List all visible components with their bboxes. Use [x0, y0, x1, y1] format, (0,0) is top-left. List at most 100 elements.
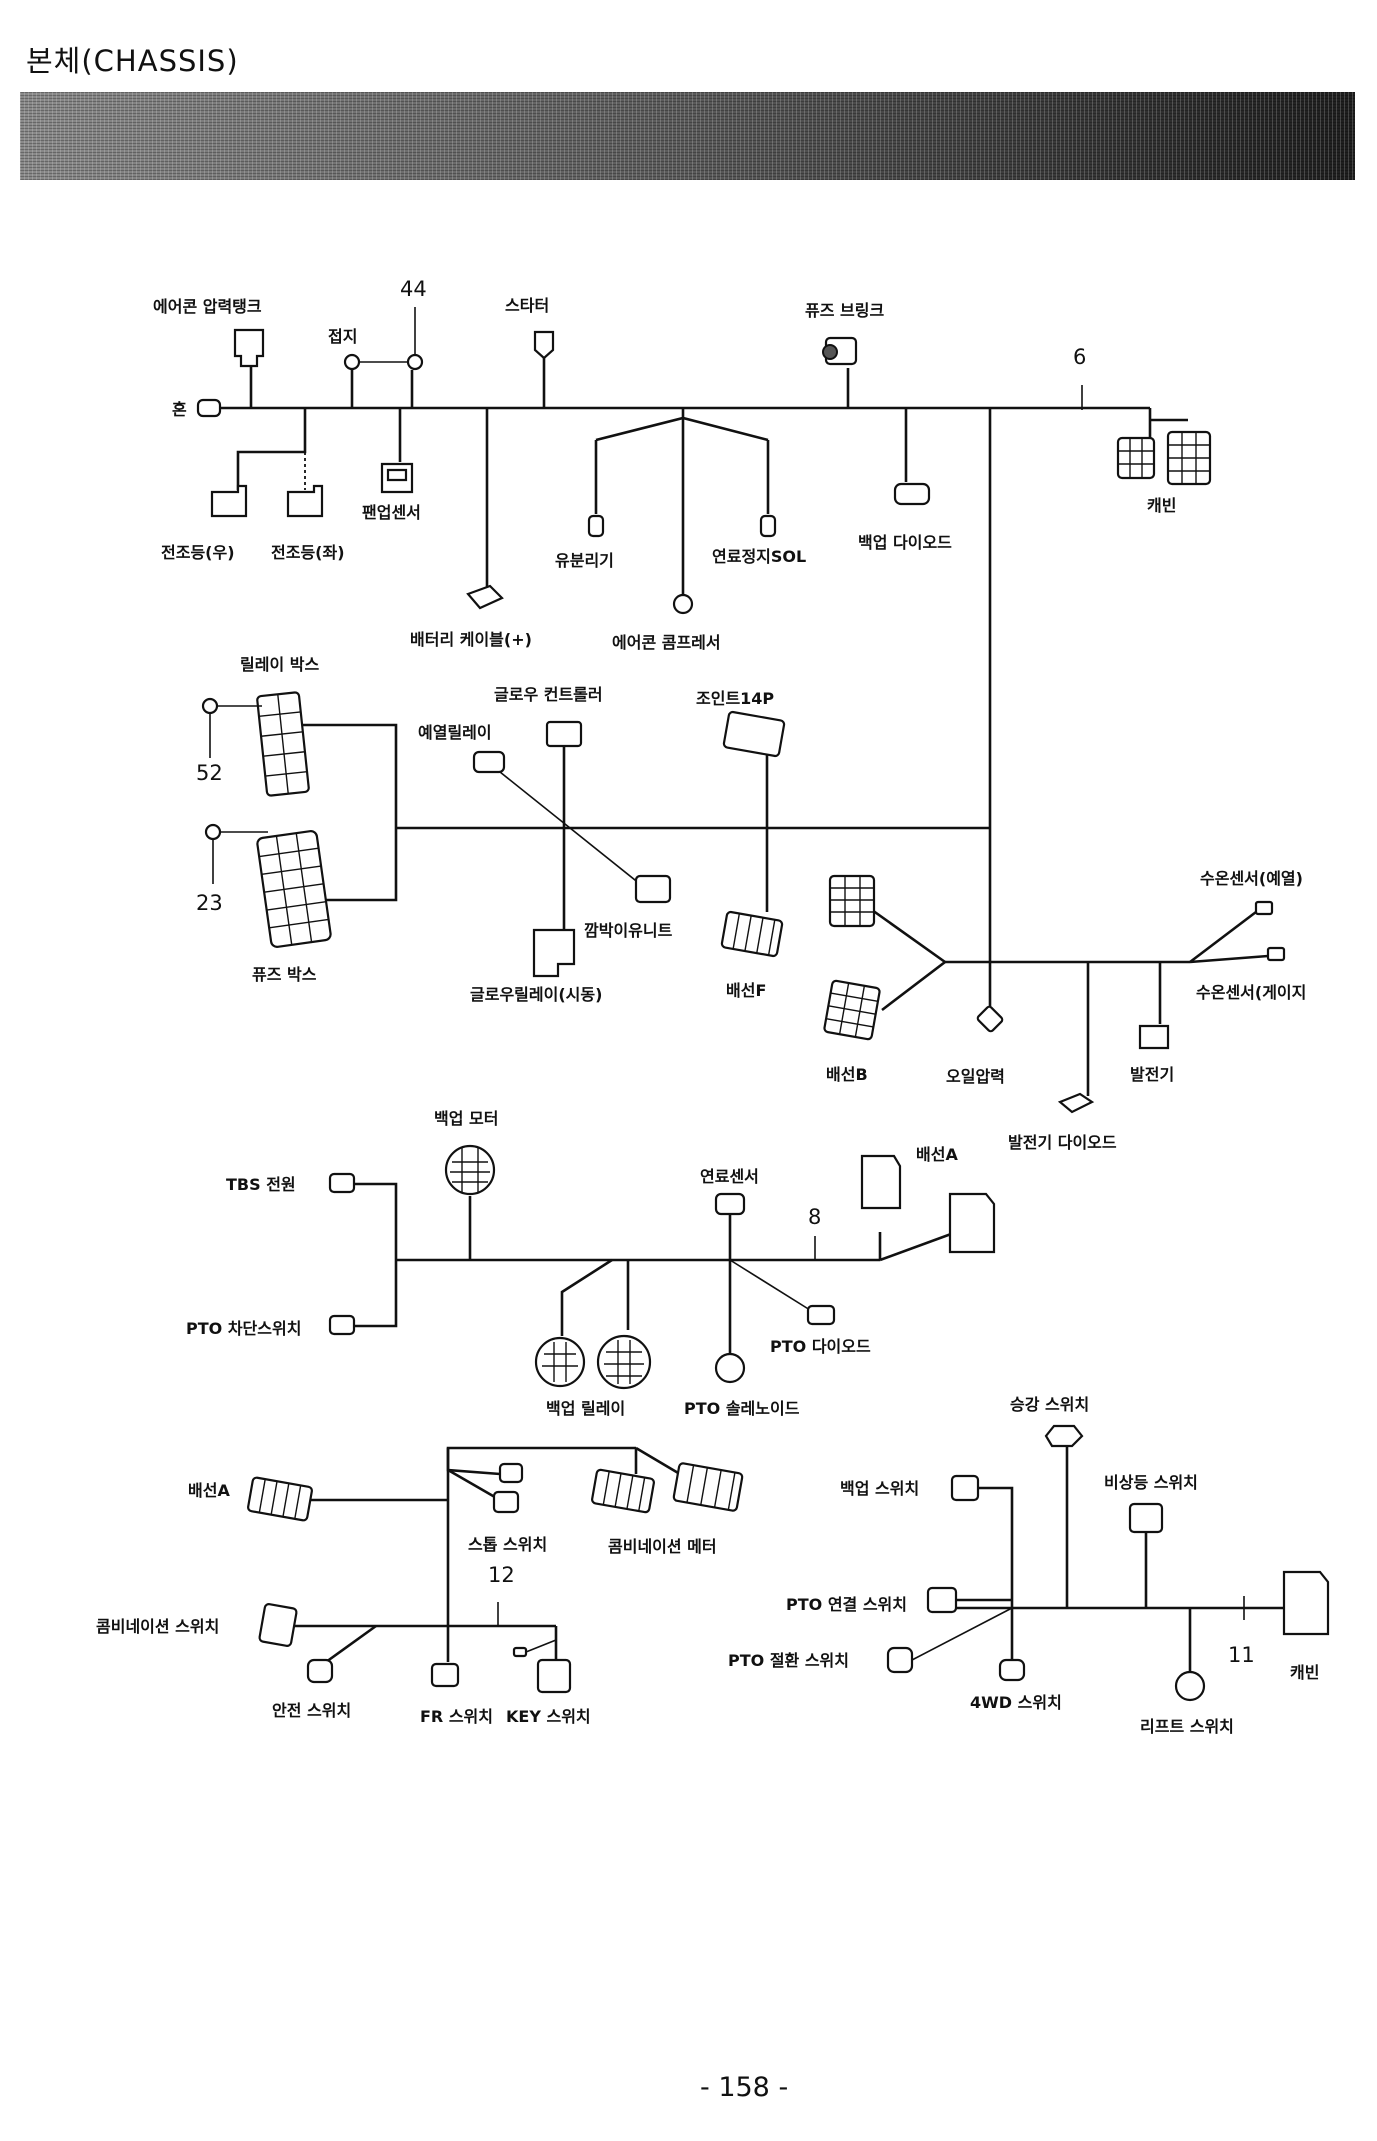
stop-switch-connector-1 [498, 1462, 524, 1484]
label-hazard-switch: 비상등 스위치 [1104, 1473, 1198, 1492]
diagram-element [602, 1471, 646, 1512]
joint14p-connector [722, 710, 786, 758]
diagram-element [450, 1148, 490, 1192]
label-joint14p: 조인트14P [696, 689, 774, 708]
label-glow-controller: 글로우 컨트롤러 [494, 685, 603, 704]
label-headlamp-r: 전조등(우) [161, 543, 235, 562]
safety-switch-connector [306, 1658, 334, 1684]
label-battery-cable: 배터리 케이블(+) [410, 630, 532, 649]
label-fuel-stop-sol: 연료정지SOL [712, 547, 806, 566]
diagram-element [277, 694, 289, 794]
backup-relay-connector-2 [596, 1334, 652, 1390]
pto-connect-switch-connector [926, 1586, 958, 1614]
diagram-element [258, 1479, 302, 1519]
label-harness-b: 배선B [826, 1065, 868, 1084]
section-5-harness [886, 1424, 1330, 1702]
number-6: 6 [1073, 345, 1086, 369]
diagram-element [282, 1483, 290, 1517]
section-1-labels: 에어콘 압력탱크 접지 44 스타터 퓨즈 브링크 6 혼 전조등(우) 전조등… [153, 277, 1176, 652]
number-52: 52 [196, 761, 223, 785]
label-backup-relay: 백업 릴레이 [546, 1399, 625, 1418]
diagram-element [732, 913, 741, 950]
horn-connector [196, 398, 222, 418]
diagram-element [830, 992, 879, 1003]
label-alternator: 발전기 [1130, 1065, 1174, 1084]
diagram-element [825, 982, 879, 1038]
fuse-box-terminal [204, 823, 222, 841]
diagram-element [614, 1473, 622, 1507]
wire [1189, 954, 1269, 964]
oil-separator-connector [587, 514, 605, 538]
label-flasher-unit: 깜박이유니트 [584, 921, 673, 940]
diagram-element [756, 917, 764, 954]
number-12: 12 [488, 1563, 515, 1587]
harness-a-connector [860, 1154, 902, 1210]
label-fr-switch: FR 스위치 [420, 1707, 493, 1726]
label-wd4-switch: 4WD 스위치 [970, 1693, 1062, 1712]
diagram-element [1118, 432, 1210, 484]
aircon-pressure-connector [233, 328, 265, 368]
section-5-labels: 승강 스위치 백업 스위치 비상등 스위치 PTO 연결 스위치 PTO 절환 … [728, 1395, 1319, 1736]
fuel-stop-sol-connector [759, 514, 777, 538]
diagram-element [294, 1485, 302, 1519]
diagram-element [854, 985, 866, 1038]
label-alt-diode: 발전기 다이오드 [1008, 1133, 1117, 1152]
backup-diode-connector [893, 482, 931, 506]
diagram-element [259, 847, 319, 858]
header-bar [20, 92, 1355, 180]
label-key-switch: KEY 스위치 [506, 1707, 591, 1726]
diagram-element [264, 883, 324, 893]
diagram-element [270, 1481, 278, 1515]
label-starter: 스타터 [505, 296, 549, 315]
label-preheat-relay: 예열릴레이 [418, 723, 492, 742]
label-glow-relay-start: 글로우릴레이(시동) [470, 985, 602, 1004]
harness-b-upper-connector [828, 874, 876, 928]
diagram-element [295, 833, 313, 943]
label-fuse-box: 퓨즈 박스 [252, 965, 317, 984]
label-pto-disconnect-switch: PTO 절환 스위치 [728, 1651, 849, 1670]
wire [300, 723, 398, 902]
diagram-element [686, 1465, 736, 1511]
hazard-switch-connector [1128, 1502, 1164, 1534]
label-ground: 접지 [328, 327, 357, 346]
preheat-relay-connector [472, 750, 506, 774]
section-2-harness [201, 691, 1286, 1114]
label-headlamp-l: 전조등(좌) [271, 543, 345, 562]
lift-switch-connector [1044, 1424, 1084, 1448]
cabin-connector-left [1116, 436, 1156, 480]
relay-box-terminal [201, 697, 219, 715]
water-temp-gauge-connector [1266, 946, 1286, 962]
label-pto-connect-switch: PTO 연결 스위치 [786, 1595, 907, 1614]
wire [560, 1258, 613, 1336]
section-2-labels: 릴레이 박스 52 23 퓨즈 박스 글로우 컨트롤러 예열릴레이 조인트14P… [196, 655, 1306, 1152]
water-temp-preheat-connector [1254, 900, 1274, 916]
flasher-unit-connector [634, 874, 672, 904]
pto-solenoid-connector [714, 1352, 746, 1384]
diagram-element [266, 900, 327, 911]
backup-motor-connector [444, 1144, 496, 1196]
fan-sensor-connector [380, 462, 414, 494]
diagram-element [828, 1005, 876, 1015]
combination-meter-connector-2 [672, 1462, 744, 1512]
label-fuse-block: 퓨즈 브링크 [805, 301, 884, 320]
wire [1189, 910, 1257, 964]
key-switch-connector [536, 1658, 572, 1694]
harness-a-connector-2 [948, 1192, 996, 1254]
label-lift-switch: 승강 스위치 [1010, 1395, 1089, 1414]
stop-switch-connector-2 [492, 1490, 520, 1514]
pto-disconnect-switch-connector [886, 1646, 914, 1674]
number-11: 11 [1228, 1643, 1255, 1667]
glow-controller-connector [545, 720, 583, 748]
wire [976, 1486, 1014, 1608]
section-4-harness [247, 1446, 744, 1694]
label-backup-switch: 백업 스위치 [840, 1479, 919, 1498]
label-backup-diode: 백업 다이오드 [858, 533, 952, 552]
label-aircon-pressure: 에어콘 압력탱크 [153, 297, 262, 316]
pto-cutoff-switch-connector [328, 1314, 356, 1336]
diagram-element [602, 1471, 610, 1505]
fuse-block-bolt [822, 344, 838, 360]
label-water-temp-gauge: 수온센서(게이지 [1196, 983, 1306, 1002]
wire [911, 1607, 1013, 1661]
page-number: - 158 - [700, 2072, 789, 2103]
